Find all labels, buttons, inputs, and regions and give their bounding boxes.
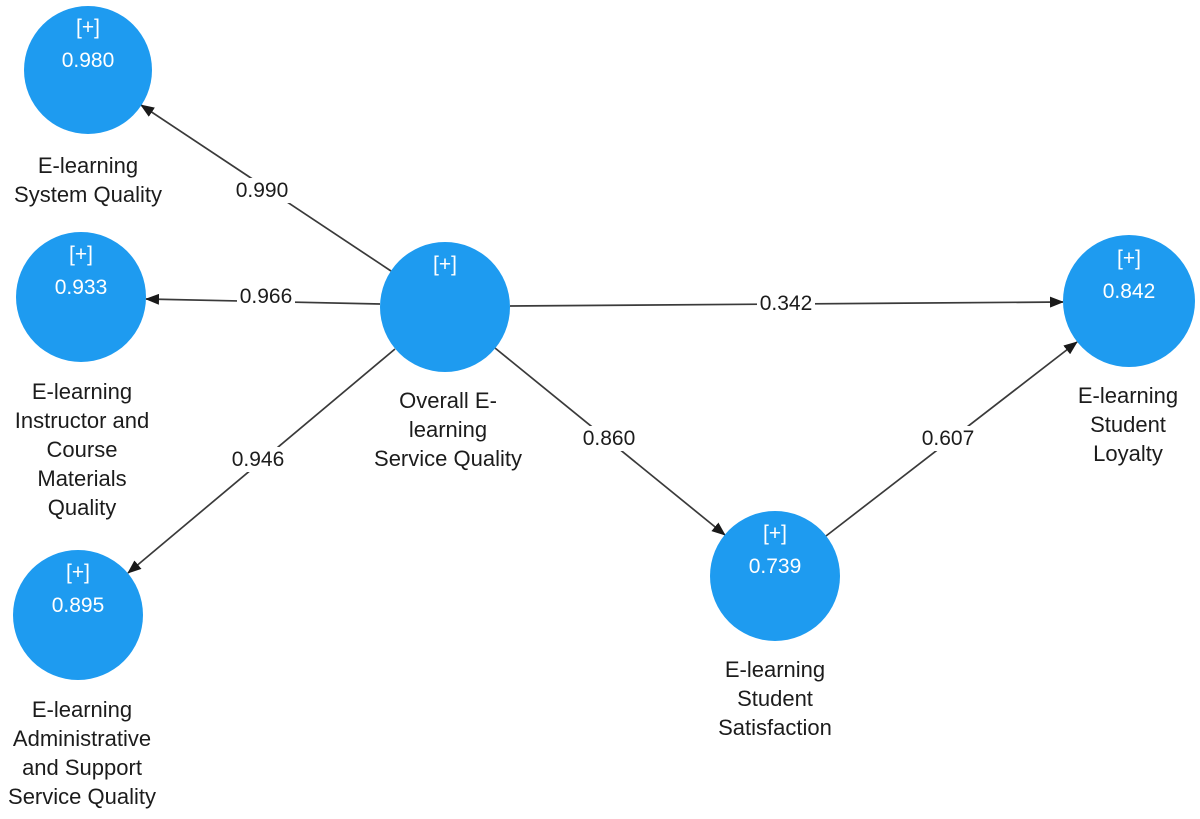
node-circle[interactable]	[13, 550, 143, 680]
node-circle[interactable]	[710, 511, 840, 641]
path-coefficient[interactable]: 0.946	[232, 448, 285, 471]
path-overall-to-administrative-support[interactable]: 0.946	[127, 348, 396, 574]
indicator-mode-symbol: [+]	[69, 243, 93, 266]
node-label-line: Materials	[37, 466, 126, 491]
node-value: 0.842	[1103, 280, 1156, 303]
node-circle[interactable]	[1063, 235, 1195, 367]
node-label-line: E-learning	[1078, 383, 1178, 408]
node-label: Overall E- learning Service Quality	[374, 388, 522, 471]
coefficient-label-background	[580, 426, 638, 451]
coefficient-label-background	[237, 284, 295, 309]
path-overall-to-system-quality[interactable]: 0.990	[140, 104, 392, 272]
node-label-line: Service Quality	[8, 784, 156, 809]
node-label-line: Loyalty	[1093, 441, 1163, 466]
node-label-line: Administrative	[13, 726, 151, 751]
node-label-line: Course	[47, 437, 118, 462]
node-label-line: Quality	[48, 495, 116, 520]
coefficient-label-background	[229, 447, 287, 472]
node-circle[interactable]	[24, 6, 152, 134]
node-label-line: Student	[1090, 412, 1166, 437]
node-value: 0.739	[749, 555, 802, 578]
path-coefficient[interactable]: 0.342	[760, 292, 813, 315]
node-label-line: E-learning	[38, 153, 138, 178]
node-value: 0.895	[52, 594, 105, 617]
latent-variable-overall-elearning-service-quality[interactable]: [+] Overall E- learning Service Quality	[374, 242, 522, 471]
node-value: 0.933	[55, 276, 108, 299]
node-label-line: Instructor and	[15, 408, 150, 433]
latent-variable-elearning-system-quality[interactable]: [+] 0.980 E-learning System Quality	[14, 6, 162, 207]
latent-variable-elearning-student-satisfaction[interactable]: [+] 0.739 E-learning Student Satisfactio…	[710, 511, 840, 740]
latent-variable-elearning-student-loyalty[interactable]: [+] 0.842 E-learning Student Loyalty	[1063, 235, 1195, 466]
path-overall-to-student-loyalty[interactable]: 0.342	[509, 291, 1064, 316]
latent-variable-elearning-administrative-support-service-quality[interactable]: [+] 0.895 E-learning Administrative and …	[8, 550, 156, 809]
indicator-mode-symbol: [+]	[763, 522, 787, 545]
node-label: E-learning Student Satisfaction	[718, 657, 832, 740]
node-label-line: System Quality	[14, 182, 162, 207]
indicator-mode-symbol: [+]	[1117, 247, 1141, 270]
node-label-line: E-learning	[32, 379, 132, 404]
node-label: E-learning Student Loyalty	[1078, 383, 1178, 466]
path-coefficient[interactable]: 0.860	[583, 427, 636, 450]
path-overall-to-student-satisfaction[interactable]: 0.860	[494, 347, 726, 536]
node-circle[interactable]	[380, 242, 510, 372]
path-satisfaction-to-loyalty[interactable]: 0.607	[825, 341, 1078, 537]
node-label-line: and Support	[22, 755, 142, 780]
path-coefficient[interactable]: 0.990	[236, 179, 289, 202]
indicator-mode-symbol: [+]	[66, 561, 90, 584]
node-label-line: learning	[409, 417, 487, 442]
indicator-mode-symbol: [+]	[76, 16, 100, 39]
coefficient-label-background	[233, 178, 291, 203]
node-label: E-learning Administrative and Support Se…	[8, 697, 156, 809]
node-value: 0.980	[62, 49, 115, 72]
node-label: E-learning Instructor and Course Materia…	[15, 379, 150, 520]
node-label-line: Student	[737, 686, 813, 711]
node-label-line: Service Quality	[374, 446, 522, 471]
path-overall-to-instructor-course-materials[interactable]: 0.966	[145, 284, 381, 309]
node-label: E-learning System Quality	[14, 153, 162, 207]
path-coefficient[interactable]: 0.607	[922, 427, 975, 450]
coefficient-label-background	[757, 291, 815, 316]
node-label-line: E-learning	[32, 697, 132, 722]
node-label-line: Satisfaction	[718, 715, 832, 740]
node-label-line: E-learning	[725, 657, 825, 682]
node-circle[interactable]	[16, 232, 146, 362]
path-coefficient[interactable]: 0.966	[240, 285, 293, 308]
indicator-mode-symbol: [+]	[433, 253, 457, 276]
latent-variable-elearning-instructor-course-materials-quality[interactable]: [+] 0.933 E-learning Instructor and Cour…	[15, 232, 150, 520]
coefficient-label-background	[919, 426, 977, 451]
node-label-line: Overall E-	[399, 388, 497, 413]
